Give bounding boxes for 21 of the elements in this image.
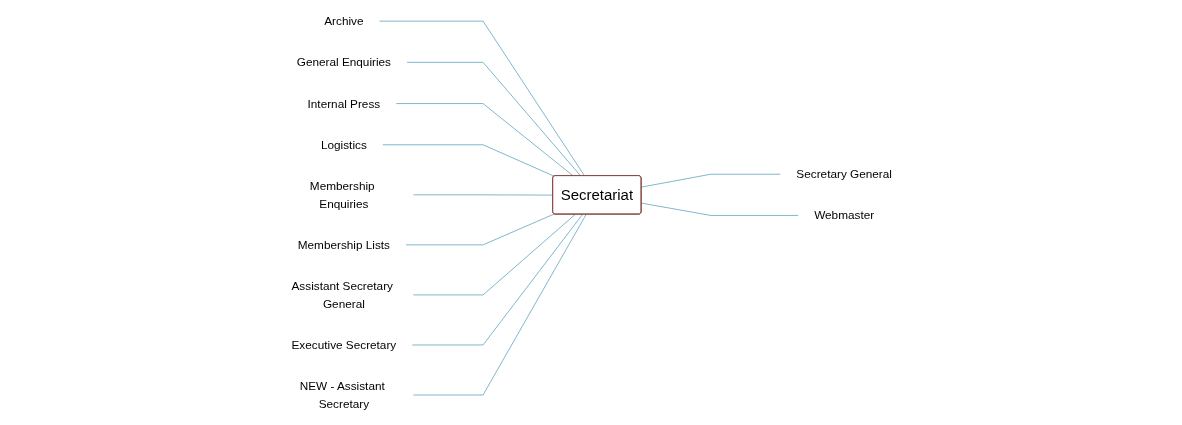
connector [411,214,583,346]
node-text: Archive [324,14,364,28]
node-text: Secretary General [796,167,892,181]
connector [379,20,585,177]
node-text: Membership Lists [297,238,390,252]
node-text: Assistant Secretary General [291,279,393,311]
node-text: Webmaster [814,208,875,223]
node-text: Membership Enquiries [309,179,375,211]
node-text: General Enquiries [296,55,391,70]
connector [405,213,555,246]
node-text: Internal Press [307,96,381,111]
node-text: Logistics [320,138,367,152]
connector [413,214,576,296]
connector [406,62,581,177]
connector [640,173,781,188]
connector [413,214,587,396]
node-text: Executive Secretary [291,338,397,352]
connector [395,103,574,177]
connector [382,144,555,177]
node-text: NEW - Assistant Secretary [299,379,385,411]
connector [640,202,799,216]
